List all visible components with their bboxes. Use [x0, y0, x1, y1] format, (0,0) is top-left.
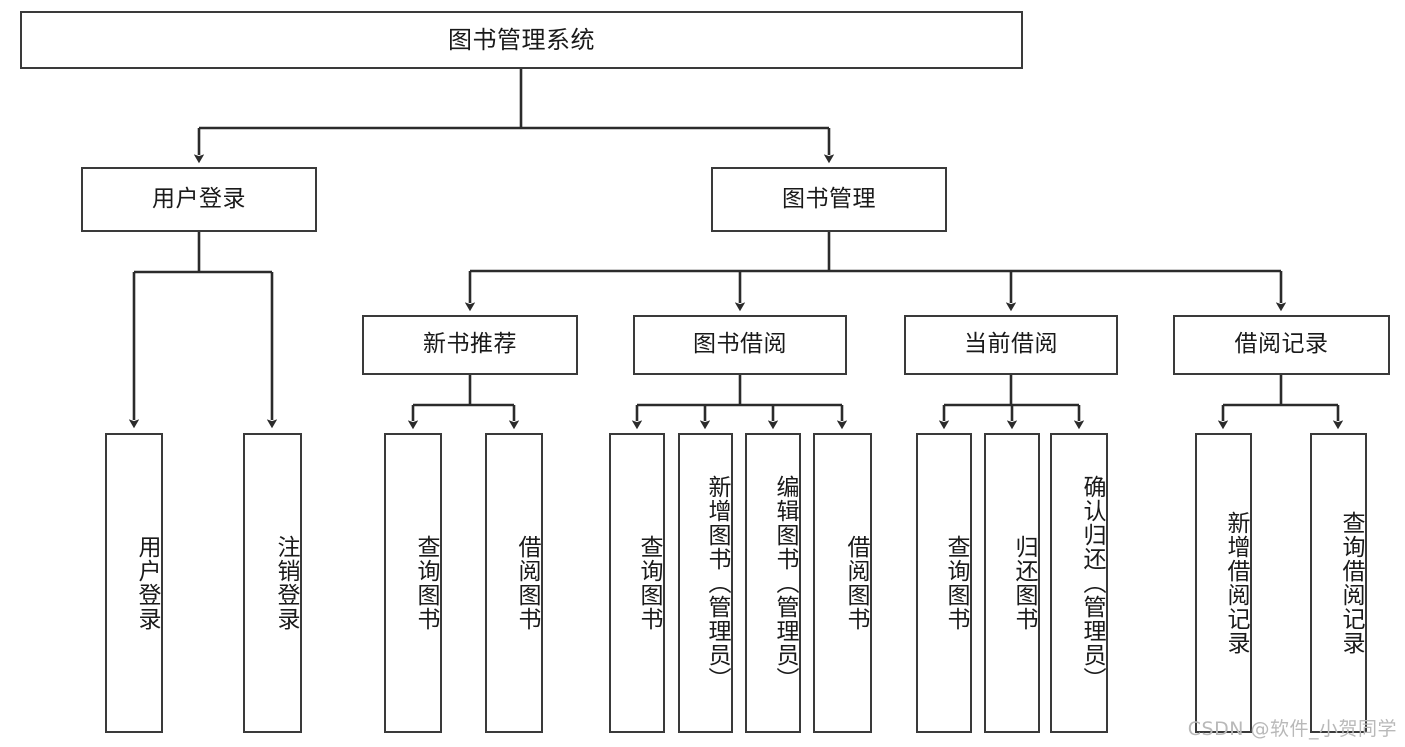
node-current-borrow[interactable]: 当前借阅 [904, 315, 1118, 375]
node-label: 查询图书 [636, 535, 662, 631]
node-leaf-edit-book[interactable]: 编辑图书（管理员） [745, 433, 801, 733]
node-label: 图书管理 [782, 185, 876, 212]
node-book-borrow[interactable]: 图书借阅 [633, 315, 847, 375]
node-label: 借阅图书 [514, 535, 540, 631]
node-label: 图书借阅 [693, 331, 787, 358]
node-label: 借阅记录 [1234, 331, 1329, 358]
node-label: 图书管理系统 [448, 25, 595, 54]
node-label: 新增图书（管理员） [704, 475, 730, 691]
node-leaf-query-record[interactable]: 查询借阅记录 [1310, 433, 1367, 733]
watermark-text: CSDN @软件_小贺同学 [1187, 718, 1397, 740]
node-root-system[interactable]: 图书管理系统 [20, 11, 1023, 69]
node-label: 新增借阅记录 [1223, 511, 1249, 655]
node-label: 查询图书 [413, 535, 439, 631]
node-leaf-borrow-book-1[interactable]: 借阅图书 [485, 433, 543, 733]
node-label: 新书推荐 [423, 331, 517, 358]
node-label: 借阅图书 [843, 535, 869, 631]
node-leaf-borrow-book-2[interactable]: 借阅图书 [813, 433, 872, 733]
node-leaf-return-book[interactable]: 归还图书 [984, 433, 1040, 733]
node-label: 归还图书 [1011, 535, 1037, 631]
node-leaf-user-login[interactable]: 用户登录 [105, 433, 163, 733]
node-label: 查询图书 [943, 535, 969, 631]
node-book-management[interactable]: 图书管理 [711, 167, 947, 232]
node-leaf-query-book-1[interactable]: 查询图书 [384, 433, 442, 733]
node-user-login[interactable]: 用户登录 [81, 167, 317, 232]
node-leaf-logout-login[interactable]: 注销登录 [243, 433, 302, 733]
node-borrow-record[interactable]: 借阅记录 [1173, 315, 1390, 375]
node-leaf-add-record[interactable]: 新增借阅记录 [1195, 433, 1252, 733]
node-leaf-query-book-3[interactable]: 查询图书 [916, 433, 972, 733]
node-leaf-confirm-return[interactable]: 确认归还（管理员） [1050, 433, 1108, 733]
node-label: 用户登录 [134, 535, 160, 631]
node-label: 注销登录 [273, 535, 299, 631]
node-label: 查询借阅记录 [1338, 511, 1364, 655]
node-label: 编辑图书（管理员） [772, 475, 798, 691]
node-new-book-recommend[interactable]: 新书推荐 [362, 315, 578, 375]
node-label: 当前借阅 [964, 331, 1058, 358]
node-label: 确认归还（管理员） [1079, 475, 1105, 691]
node-leaf-query-book-2[interactable]: 查询图书 [609, 433, 665, 733]
node-label: 用户登录 [152, 185, 246, 212]
node-leaf-add-book[interactable]: 新增图书（管理员） [678, 433, 733, 733]
